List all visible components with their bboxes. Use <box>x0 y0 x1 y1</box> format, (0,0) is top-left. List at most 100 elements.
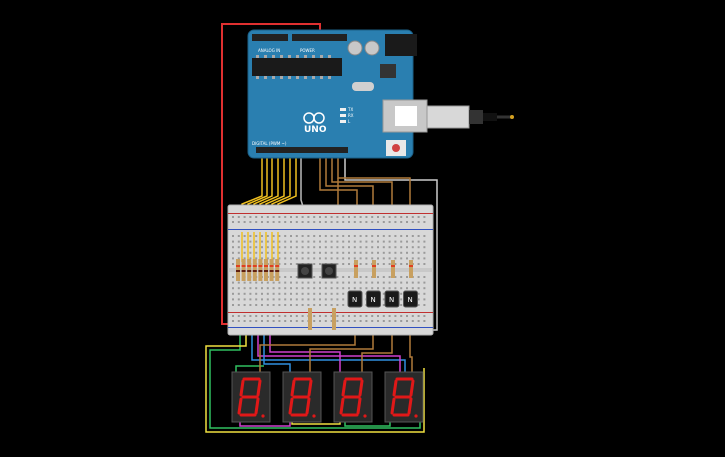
board-model-label: UNO <box>304 125 327 135</box>
voltage-regulator <box>380 64 396 78</box>
transistor-body <box>347 290 363 308</box>
resistor-band <box>247 265 252 267</box>
resistor-band <box>236 270 240 272</box>
display-segment <box>407 397 413 415</box>
decimal-point <box>261 414 265 418</box>
resistor-band <box>252 270 257 272</box>
resistor[interactable] <box>354 260 358 278</box>
crystal-oscillator <box>352 82 374 91</box>
transistor-body <box>384 290 400 308</box>
display-segment <box>288 397 294 415</box>
resistor-band <box>258 265 263 267</box>
usb-cable[interactable] <box>426 105 514 129</box>
reset-button-cap[interactable] <box>392 144 400 152</box>
analog-in-label: ANALOG IN <box>258 48 280 53</box>
display-segment <box>390 397 396 415</box>
base-resistors[interactable] <box>354 260 413 278</box>
microcontroller-chip <box>252 58 342 76</box>
usb-port-face <box>395 106 417 126</box>
resistor-band <box>269 265 274 267</box>
resistor-band <box>409 265 413 267</box>
capacitor <box>364 40 380 56</box>
resistor-band <box>269 270 274 272</box>
power-jack[interactable] <box>385 34 417 56</box>
transistor-body <box>403 290 418 308</box>
digital-header[interactable] <box>256 147 348 153</box>
decimal-point <box>363 414 367 418</box>
display-segment <box>339 397 345 415</box>
cable-end <box>510 115 514 119</box>
transistor-label: N <box>371 296 376 304</box>
seven-segment-display[interactable] <box>333 371 373 423</box>
display-segment <box>254 397 260 415</box>
power-rail-line <box>228 312 433 313</box>
display-segment <box>237 397 243 415</box>
resistor-band <box>252 265 257 267</box>
tx-label: TX <box>347 107 353 112</box>
npn-transistor[interactable]: N <box>384 290 400 308</box>
digital-header-top[interactable] <box>292 34 347 41</box>
segment-resistors[interactable] <box>236 259 280 281</box>
display-segment <box>358 379 364 397</box>
ground-rail-line <box>228 229 433 230</box>
l-led <box>340 120 346 123</box>
digital-pwm-label: DIGITAL (PWM ~) <box>252 141 287 146</box>
power-rail-line <box>228 213 433 214</box>
resistor[interactable] <box>372 260 376 278</box>
seven-segment-display[interactable] <box>384 371 424 423</box>
pulldown-resistors[interactable] <box>308 308 336 330</box>
power-header[interactable] <box>252 34 288 41</box>
chip-pins <box>256 55 331 79</box>
resistor-band <box>241 265 246 267</box>
transistor-body <box>366 290 381 308</box>
resistor-band <box>247 270 252 272</box>
power-label: POWER <box>300 48 315 53</box>
push-button-cap <box>325 267 333 275</box>
arduino-logo-icon <box>303 112 325 124</box>
seven-segment-display[interactable] <box>231 371 271 423</box>
display-segment <box>341 379 347 397</box>
l-label: L <box>348 119 351 124</box>
resistor-band <box>391 265 395 267</box>
transistor-label: N <box>352 296 357 304</box>
arduino-uno-board[interactable]: ANALOG IN POWER TX RX L UNO DIGITAL (PWM… <box>247 29 428 159</box>
seven-segment-display[interactable] <box>282 371 322 423</box>
resistor-band <box>354 265 358 267</box>
npn-transistor[interactable]: N <box>366 290 381 308</box>
resistor-band <box>241 270 246 272</box>
display-segment <box>356 397 362 415</box>
npn-transistor[interactable]: N <box>347 290 363 308</box>
resistor-band <box>275 270 280 272</box>
tx-led <box>340 108 346 111</box>
npn-transistor[interactable]: N <box>403 290 418 308</box>
decimal-point <box>312 414 316 418</box>
decimal-point <box>414 414 418 418</box>
display-segment <box>392 379 398 397</box>
display-segment <box>307 379 313 397</box>
display-segment <box>256 379 262 397</box>
ground-rail-line <box>228 327 433 328</box>
resistor[interactable] <box>332 308 336 330</box>
display-segment <box>239 379 245 397</box>
capacitor <box>347 40 363 56</box>
push-buttons[interactable] <box>297 263 337 279</box>
resistor-band <box>264 265 268 267</box>
resistor[interactable] <box>409 260 413 278</box>
resistor[interactable] <box>308 308 312 330</box>
seven-segment-displays[interactable] <box>231 371 424 423</box>
resistor-band <box>236 265 240 267</box>
display-segment <box>290 379 296 397</box>
breadboard-jumpers[interactable] <box>241 232 279 262</box>
resistor-band <box>264 270 268 272</box>
display-segment <box>409 379 415 397</box>
display-segment <box>305 397 311 415</box>
resistor-band <box>372 265 376 267</box>
transistor-label: N <box>389 296 394 304</box>
push-button-cap <box>301 267 309 275</box>
resistor[interactable] <box>391 260 395 278</box>
resistor-band <box>275 265 280 267</box>
transistor-label: N <box>408 296 413 304</box>
